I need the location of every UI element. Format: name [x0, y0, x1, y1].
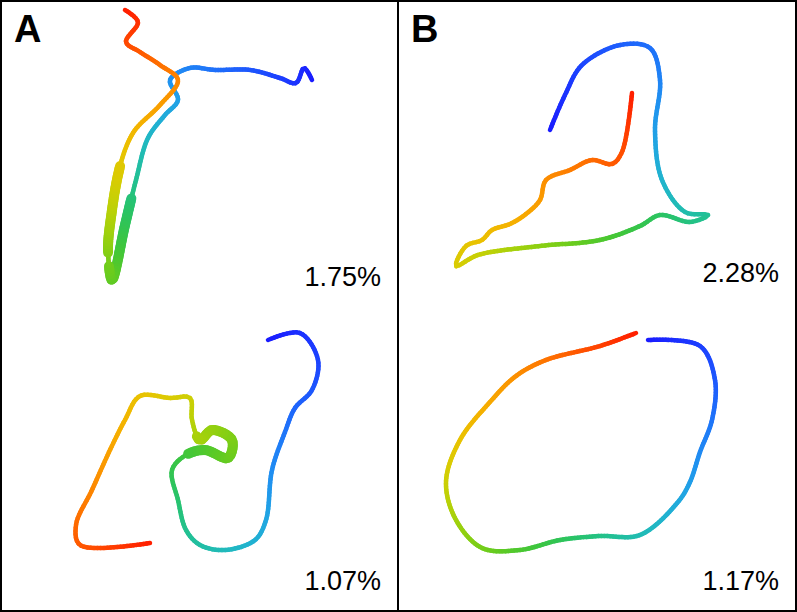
population-percent: 1.17%	[702, 568, 779, 595]
ribbon-segment	[125, 10, 127, 11]
ribbon-chain	[76, 332, 319, 550]
ribbon-chain	[456, 44, 708, 267]
panel-letter: A	[14, 10, 41, 48]
ribbon-segment	[629, 93, 634, 96]
population-percent: 2.28%	[702, 260, 779, 287]
ribbon-chain	[108, 10, 312, 280]
ribbon-segment	[633, 333, 636, 334]
panel-letter: B	[411, 10, 438, 48]
population-percent: 1.75%	[304, 264, 381, 291]
figure-panel: B 2.28% 1.17%	[397, 0, 797, 612]
ribbon-segment	[147, 541, 150, 546]
population-percent: 1.07%	[304, 568, 381, 595]
figure-panel: A 1.75% 1.07%	[0, 0, 399, 612]
ribbon-chain	[446, 333, 716, 551]
